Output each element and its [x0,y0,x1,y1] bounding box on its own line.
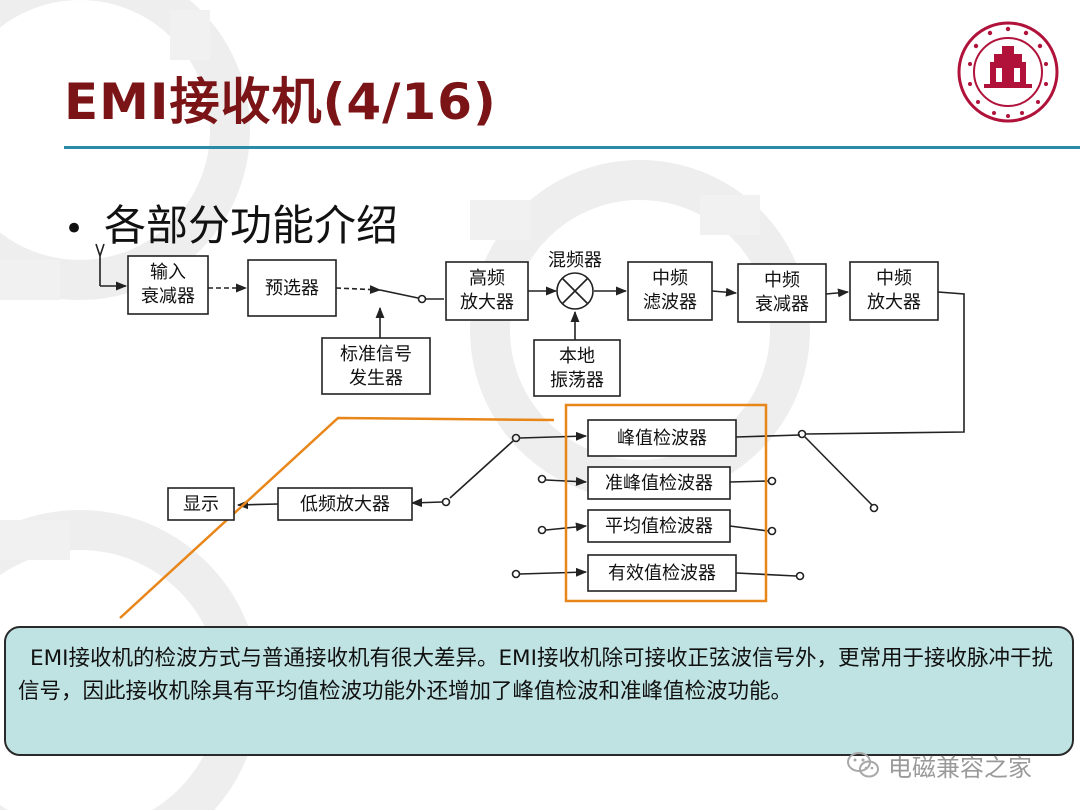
bullet-text: 各部分功能介绍 [104,201,399,250]
mixer-label: 混频器 [548,250,602,271]
rf-amplifier-label-2: 放大器 [460,292,514,313]
if-attenuator-label-2: 衰减器 [755,294,809,315]
local-oscillator-label-1: 本地 [559,346,595,367]
bullet-item: • 各部分功能介绍 [64,192,398,253]
quasi-peak-detector-label: 准峰值检波器 [605,473,713,494]
if-filter-label-1: 中频 [652,268,688,289]
rms-detector-label: 有效值检波器 [608,563,716,584]
title-underline [64,146,1080,149]
if-attenuator-label-1: 中频 [764,270,800,291]
if-filter-label-2: 滤波器 [643,292,697,313]
mixer-symbol [556,272,594,310]
std-signal-generator-label-1: 标准信号 [340,344,412,365]
rf-amplifier-label-1: 高频 [469,268,505,289]
display-label: 显示 [183,494,219,515]
wechat-icon [847,752,879,778]
bullet-marker: • [64,209,85,249]
local-oscillator-label-2: 振荡器 [550,370,604,391]
slide-title: EMI接收机(4/16) [64,73,497,131]
antenna-icon [95,243,105,286]
input-attenuator-label-2: 衰减器 [141,286,195,307]
if-amplifier-label-1: 中频 [876,268,912,289]
university-seal-logo [957,21,1059,123]
preselector-label: 预选器 [265,278,319,299]
watermark-text: 电磁兼容之家 [888,753,1032,782]
peak-detector-label: 峰值检波器 [617,428,707,449]
if-amplifier-label-2: 放大器 [867,292,921,313]
wechat-watermark: 电磁兼容之家 [846,748,1032,782]
std-signal-generator-label-2: 发生器 [349,368,403,389]
detector-highlight [119,403,768,619]
lf-amplifier-label: 低频放大器 [300,494,390,515]
average-detector-label: 平均值检波器 [605,516,713,537]
explanation-callout: EMI接收机的检波方式与普通接收机有很大差异。EMI接收机除可接收正弦波信号外，… [4,626,1074,756]
input-attenuator-label-1: 输入 [150,262,186,283]
